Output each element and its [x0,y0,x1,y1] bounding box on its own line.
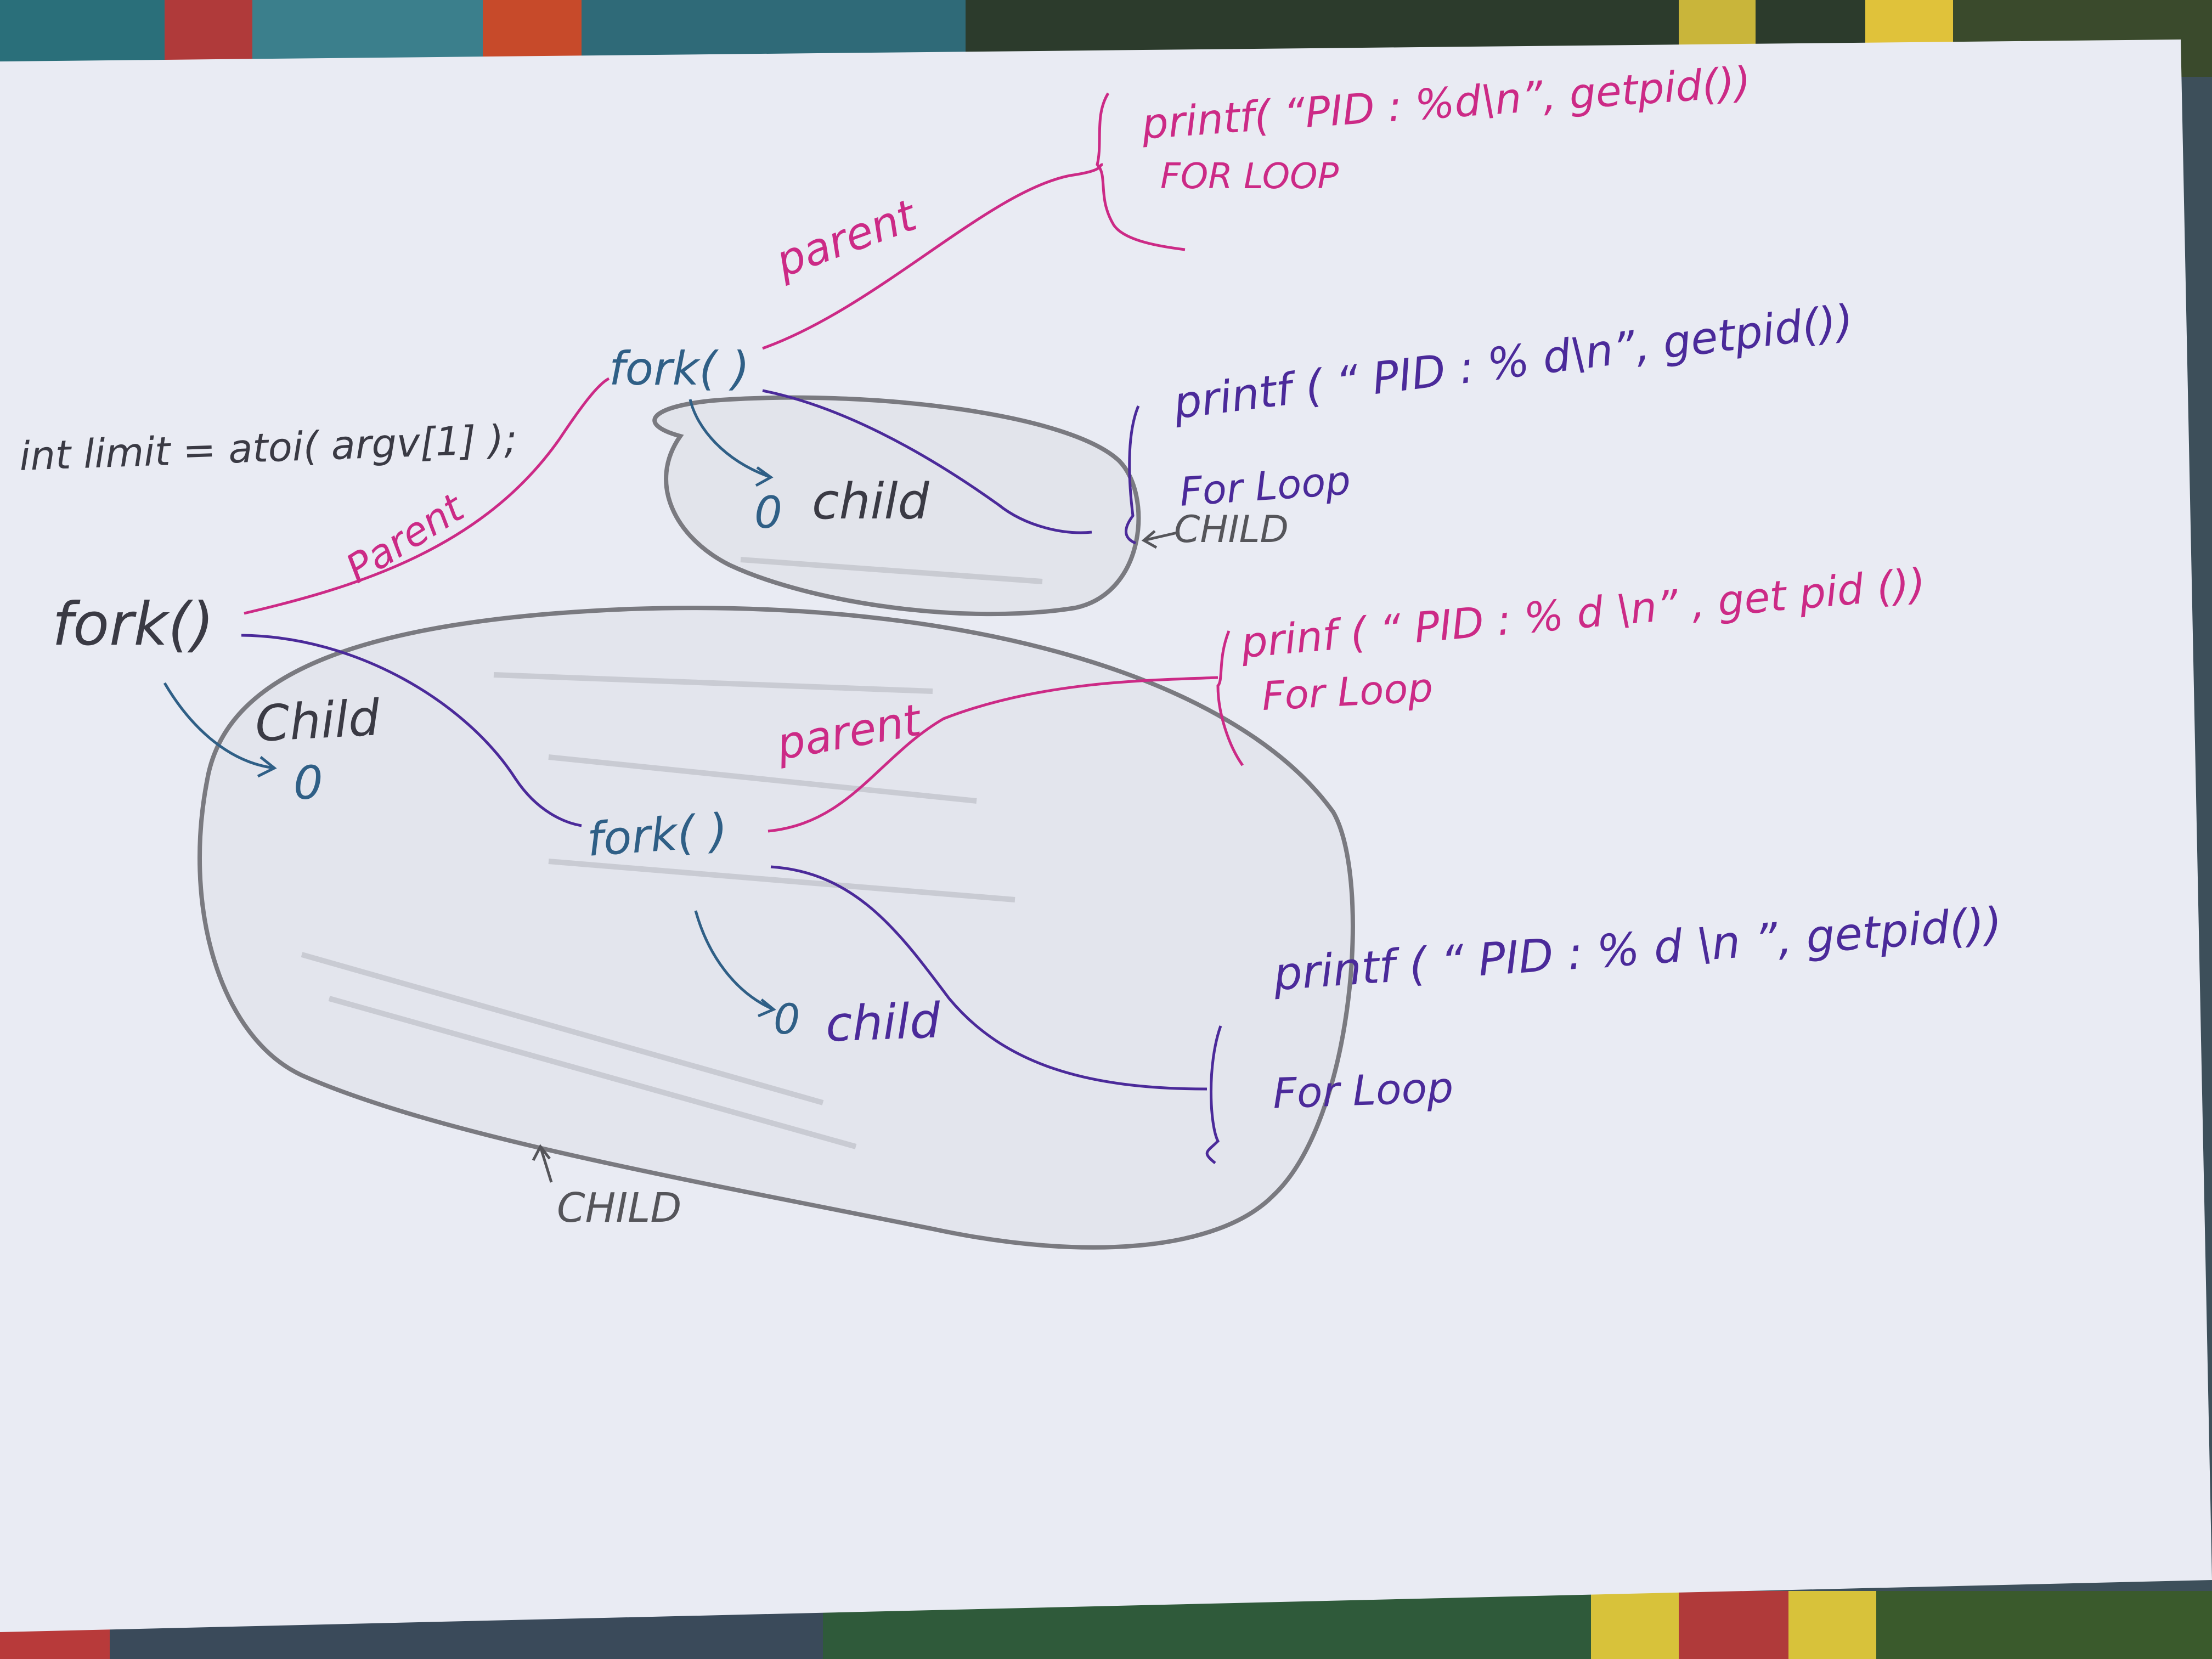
zero-label-1: 0 [294,756,323,810]
child-label-3: child [825,992,941,1053]
child-label-2: child [812,473,929,531]
branch-curve-top [762,389,1092,534]
parent-curve-top [762,163,1103,350]
branch-curve-main [241,634,582,827]
zero-label-2: 0 [754,487,782,538]
arrow-child-bottom [539,1146,553,1183]
fork-mid: fork( ) [585,803,730,867]
brace-printf-1 [1096,92,1186,251]
brace-printf-2 [1125,405,1140,545]
forloop-line-1: FOR LOOP [1160,156,1339,197]
child-caps-bottom: CHILD [557,1184,682,1232]
forloop-line-3: For Loop [1261,664,1434,720]
arrow-to-zero-2 [689,399,771,479]
brace-printf-3 [1216,630,1244,766]
arrow-to-zero-3 [694,910,774,1011]
brace-printf-4 [1205,1025,1222,1164]
child-region-bottom [198,606,1355,1250]
arrow-to-zero-1 [163,682,275,770]
parent-curve-main [244,377,610,615]
branch-curve-mid [770,865,1207,1091]
fork-main: fork() [52,590,215,659]
child-label-1: Child [253,689,381,753]
forloop-line-2: For Loop [1178,457,1352,515]
forloop-line-4: For Loop [1272,1063,1454,1118]
parent-curve-mid [768,676,1218,833]
zero-label-3: 0 [774,995,800,1043]
arrow-child-top [1143,531,1180,542]
child-caps-top: CHILD [1174,508,1289,551]
fork-top: fork( ) [609,342,750,396]
